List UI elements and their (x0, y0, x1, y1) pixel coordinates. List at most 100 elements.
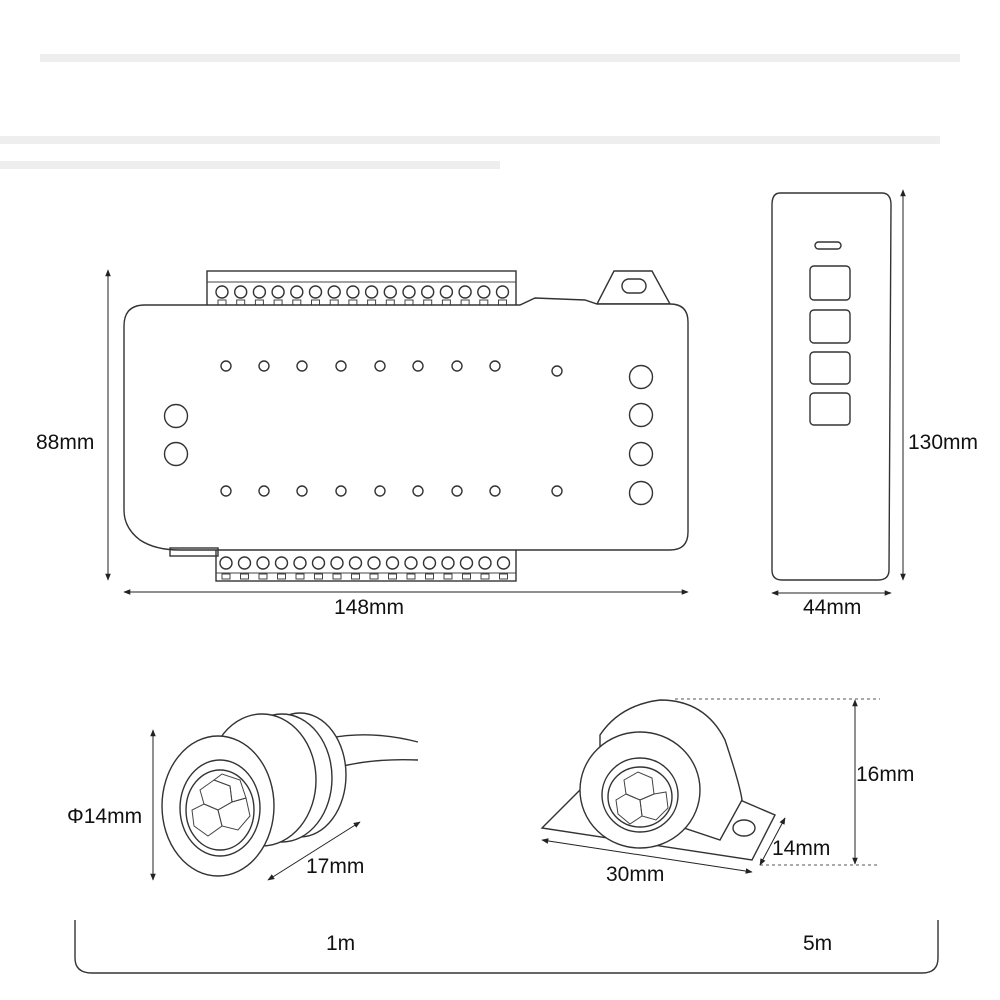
mount-height-label: 16mm (856, 763, 914, 786)
terminal-screw (439, 285, 454, 299)
terminal-slot (314, 573, 323, 580)
remote-control (771, 192, 892, 581)
terminal-screw (495, 285, 510, 299)
led-indicator (551, 365, 563, 377)
round-sensor-depth-line (267, 821, 361, 881)
top-terminal-block (206, 270, 517, 309)
led-indicator (489, 360, 501, 372)
terminal-screw (237, 556, 252, 570)
mount-front-ring (579, 731, 701, 849)
mount-depth-label: 14mm (772, 837, 830, 860)
terminal-screw (252, 285, 267, 299)
terminal-screw (364, 285, 379, 299)
sensor-cable (329, 734, 419, 743)
terminal-slot (332, 573, 342, 580)
controller-button (628, 402, 654, 428)
led-indicator (451, 485, 463, 497)
led-indicator (489, 485, 501, 497)
terminal-screw (421, 285, 435, 299)
terminal-screw (327, 285, 341, 299)
controller-button (163, 403, 189, 429)
remote-body (771, 192, 892, 581)
led-indicator (551, 485, 563, 497)
remote-button-1 (809, 265, 851, 301)
led-indicator (258, 485, 270, 497)
cable-length-label-5m: 5m (803, 932, 832, 955)
bottom-terminal-block (215, 547, 517, 582)
controller-button (628, 364, 654, 390)
terminal-slot (221, 573, 231, 580)
terminal-screw (404, 556, 418, 570)
remote-indicator-led (814, 241, 842, 250)
cable-length-label-1m: 1m (326, 932, 355, 955)
terminal-screw (233, 285, 248, 299)
controller-button (628, 441, 654, 467)
controller-foot (169, 547, 219, 557)
sensor-front-face (161, 735, 275, 877)
led-indicator (296, 360, 308, 372)
led-indicator (258, 360, 270, 372)
terminal-slot (351, 573, 360, 580)
controller-body (123, 297, 689, 551)
controller-height-label: 88mm (36, 431, 94, 454)
terminal-slot (240, 573, 249, 580)
mount-lens-ring (601, 757, 679, 833)
mount-screw-hole (732, 819, 756, 837)
terminal-screw (422, 556, 437, 570)
terminal-screw (459, 556, 474, 570)
led-indicator (412, 360, 424, 372)
terminal-screw (385, 556, 400, 570)
terminal-screw (271, 285, 285, 299)
remote-button-3 (809, 351, 851, 385)
remote-button-2 (809, 309, 851, 344)
led-indicator (220, 360, 232, 372)
led-indicator (412, 485, 424, 497)
terminal-screw (293, 556, 307, 570)
terminal-slot (277, 573, 286, 580)
led-indicator (374, 485, 386, 497)
remote-height-label: 130mm (908, 431, 978, 454)
mounting-hole (621, 278, 647, 294)
terminal-screw (274, 556, 289, 570)
controller-buttons (163, 364, 654, 506)
terminal-screw (330, 556, 344, 570)
led-indicator (451, 360, 463, 372)
mount-fresnel-lens (607, 766, 673, 828)
terminal-screw (348, 556, 363, 570)
terminal-screw (383, 285, 397, 299)
controller-width-label: 148mm (334, 596, 404, 619)
led-indicator (220, 485, 232, 497)
terminal-slot (388, 573, 397, 580)
terminal-screw (477, 285, 491, 299)
mount-fresnel-pattern (615, 771, 669, 825)
round-sensor (161, 712, 419, 877)
led-indicator (335, 360, 347, 372)
terminal-slot (369, 573, 379, 580)
terminal-slot (480, 573, 490, 580)
cable-length-bracket (74, 920, 939, 974)
remote-width-label: 44mm (803, 596, 861, 619)
controller-button (163, 441, 189, 467)
mount-depth-line (759, 817, 786, 866)
sensor-fresnel-lens (185, 769, 255, 851)
terminal-screw (215, 285, 229, 299)
fresnel-pattern (191, 773, 251, 837)
terminal-slot (499, 573, 508, 580)
terminal-slot (443, 573, 453, 580)
terminal-screw (308, 285, 323, 299)
terminal-screw (311, 556, 326, 570)
terminal-screw (441, 556, 455, 570)
mount-width-line (541, 838, 753, 874)
remote-button-4 (809, 392, 851, 426)
mount-width-label: 30mm (606, 863, 664, 886)
terminal-screw (367, 556, 381, 570)
controller-box (123, 270, 689, 582)
mounted-sensor (540, 699, 776, 861)
terminal-slot (425, 573, 434, 580)
terminal-screw (458, 285, 472, 299)
led-indicator (335, 485, 347, 497)
background-artifacts (0, 54, 960, 169)
terminal-slot (258, 573, 268, 580)
terminal-screw (402, 285, 416, 299)
